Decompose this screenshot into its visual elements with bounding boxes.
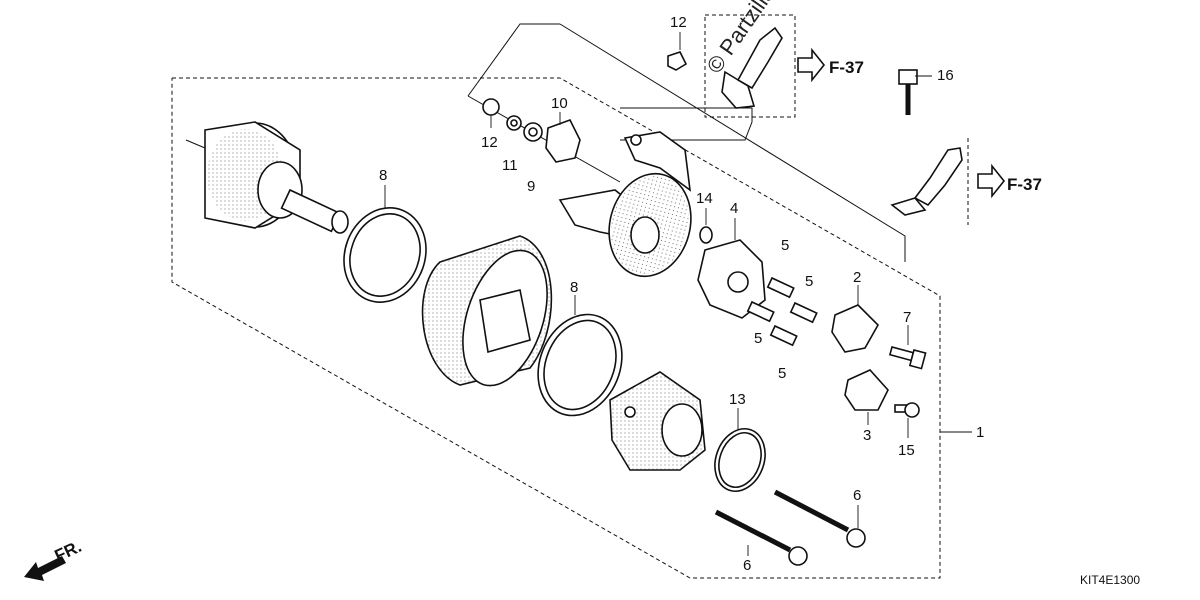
leader-lines <box>384 32 932 556</box>
springs <box>746 276 818 347</box>
callout-5c: 5 <box>754 330 762 347</box>
assembly-boundary <box>171 77 972 579</box>
long-bolts <box>714 489 866 566</box>
callout-12a: 12 <box>481 134 498 151</box>
callout-9: 9 <box>527 178 535 195</box>
motor-case <box>421 235 553 387</box>
rear-cover <box>609 371 706 471</box>
reference-arrow-1: F-37 <box>797 47 864 83</box>
callout-11: 11 <box>502 157 518 174</box>
callout-4: 4 <box>730 200 738 217</box>
callout-7: 7 <box>903 309 911 326</box>
bolt-and-wire <box>890 69 969 225</box>
callout-6b: 6 <box>743 557 751 574</box>
diagram-code: KIT4E1300 <box>1080 573 1140 587</box>
armature <box>185 121 349 234</box>
o-ring-rear <box>714 428 766 492</box>
front-cover <box>558 131 692 278</box>
callout-10: 10 <box>551 95 568 112</box>
brush-holder <box>697 239 766 319</box>
screws <box>888 346 927 418</box>
reference-label-2: F-37 <box>1007 175 1042 194</box>
callout-8b: 8 <box>570 279 578 296</box>
reference-arrow-2: F-37 <box>977 163 1042 199</box>
callout-3: 3 <box>863 427 871 444</box>
cable-end <box>667 14 796 118</box>
callout-2: 2 <box>853 269 861 286</box>
washer <box>699 226 713 244</box>
o-ring-right <box>537 313 623 417</box>
callout-5d: 5 <box>778 365 786 382</box>
callouts: 1 2 3 4 5 5 5 5 6 6 7 8 8 9 10 11 12 12 … <box>379 14 984 574</box>
brushes <box>831 304 889 411</box>
callout-5a: 5 <box>781 237 789 254</box>
callout-13: 13 <box>729 391 746 408</box>
callout-8a: 8 <box>379 167 387 184</box>
callout-14: 14 <box>696 190 713 207</box>
callout-15: 15 <box>898 442 915 459</box>
callout-12b: 12 <box>670 14 687 31</box>
callout-6a: 6 <box>853 487 861 504</box>
callout-5b: 5 <box>805 273 813 290</box>
callout-16: 16 <box>937 67 954 84</box>
reference-label-1: F-37 <box>829 58 864 77</box>
front-arrow-icon <box>24 556 66 581</box>
bushings <box>482 98 581 163</box>
callout-1: 1 <box>976 424 984 441</box>
o-ring-left <box>343 207 427 303</box>
front-direction-indicator: FR. <box>24 537 85 581</box>
